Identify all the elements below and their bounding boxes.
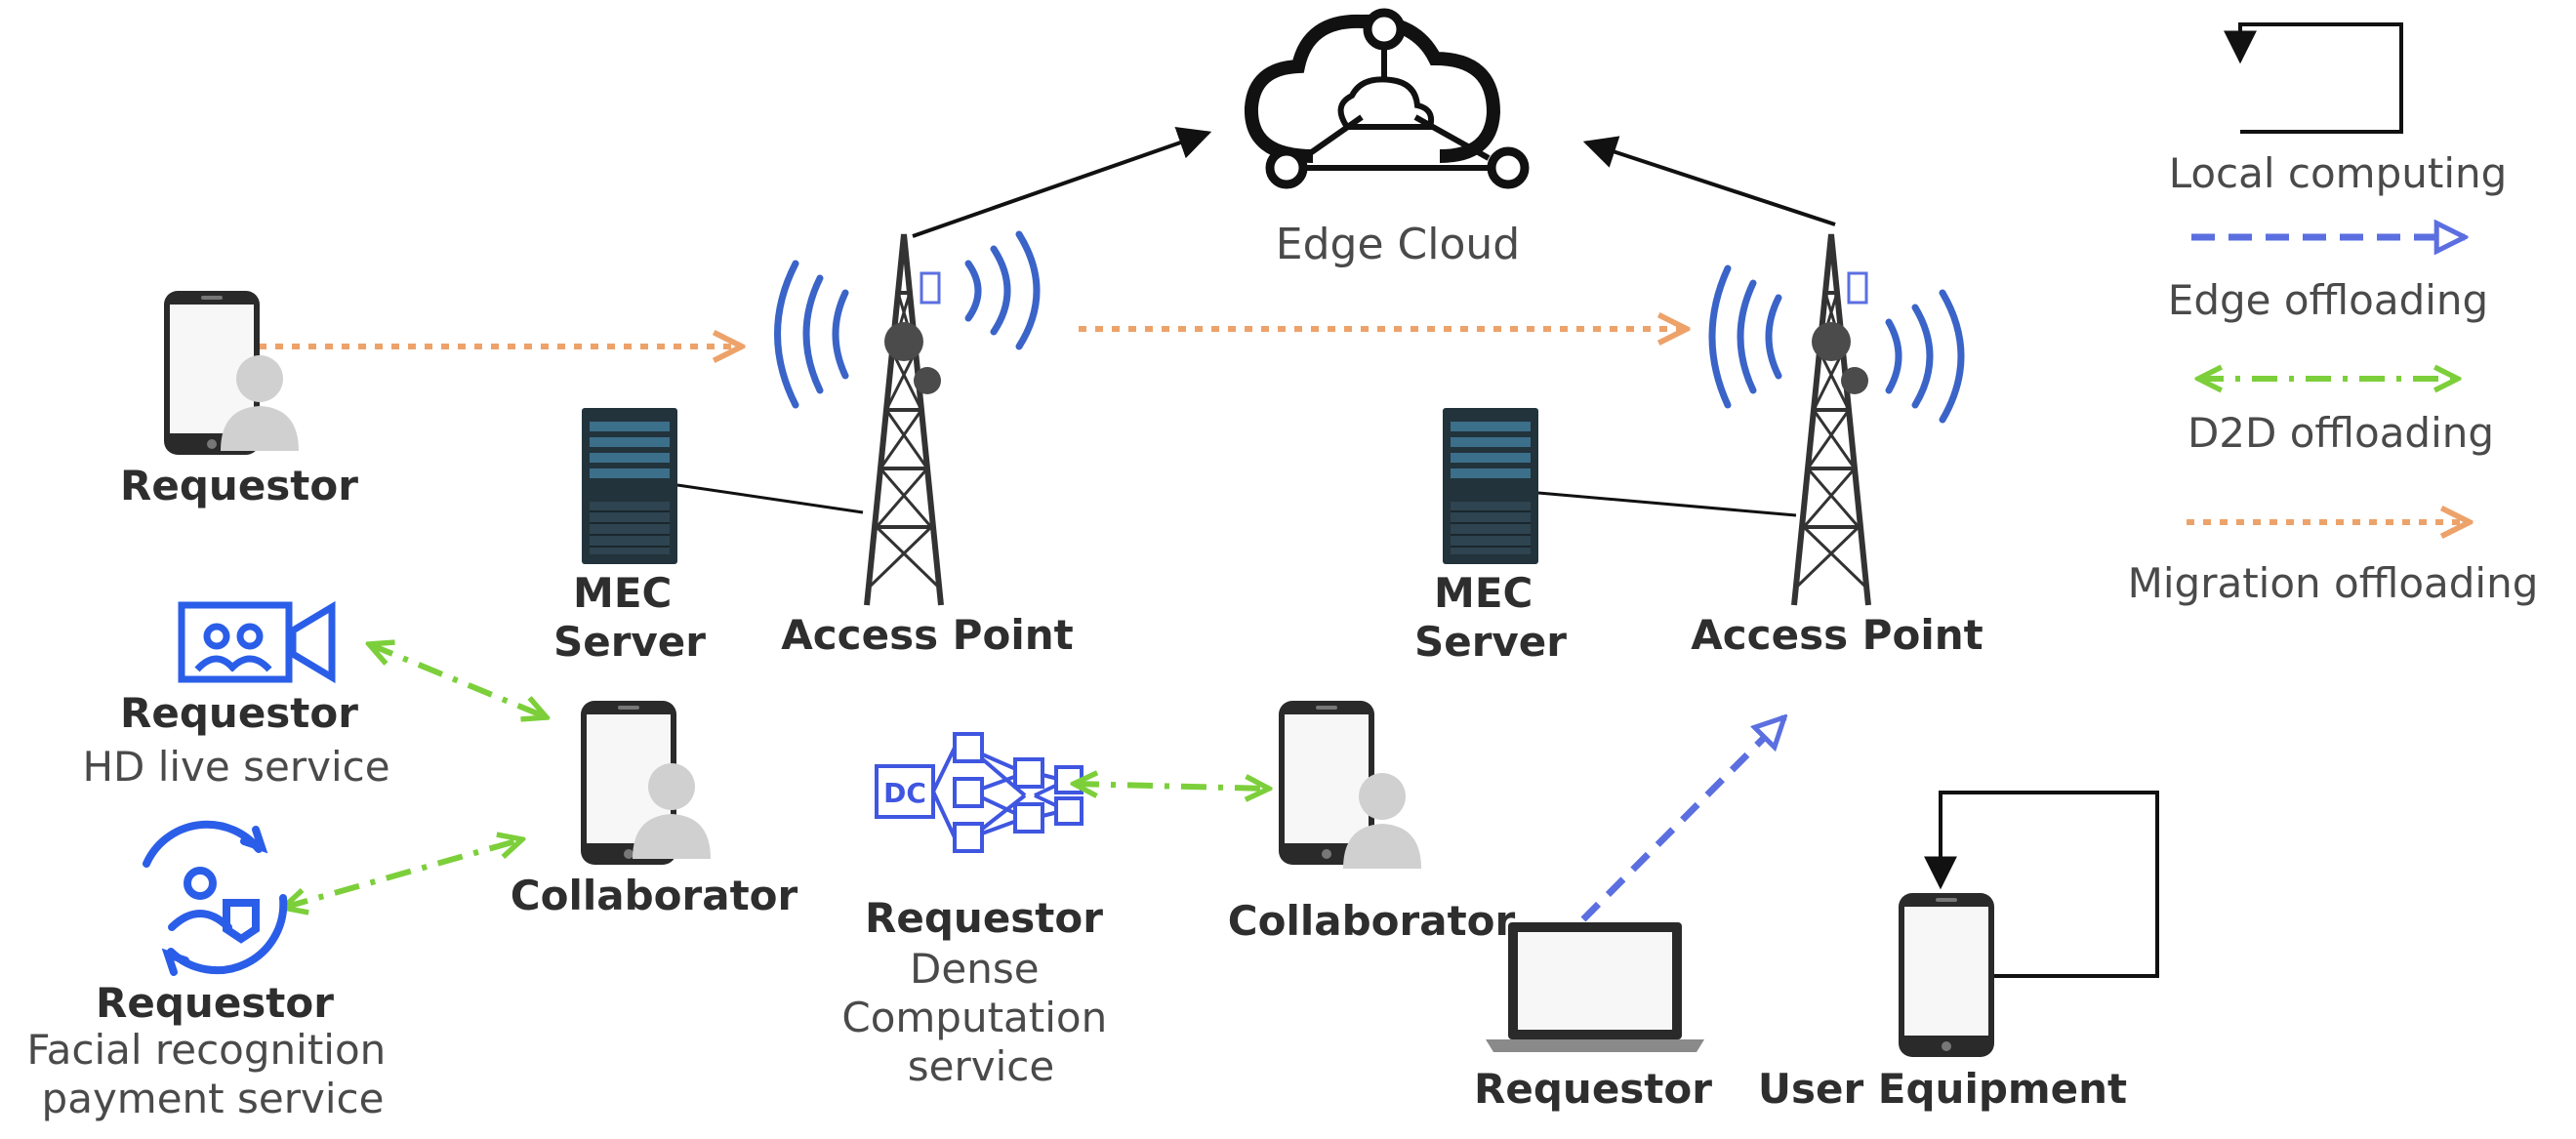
dc-service-line-1: Dense bbox=[910, 945, 1040, 993]
smartphone-icon bbox=[1899, 893, 1994, 1057]
server-rack-icon bbox=[581, 407, 678, 565]
edge-cloud-label: Edge Cloud bbox=[1276, 220, 1520, 269]
cell-tower-icon bbox=[1708, 234, 1965, 605]
mec-server-label-right: MEC Server bbox=[1414, 569, 1567, 666]
access-point-label-right: Access Point bbox=[1691, 611, 1983, 659]
d2d-arrow-hd bbox=[369, 644, 547, 717]
video-camera-icon bbox=[178, 600, 336, 684]
mec-line-2: Server bbox=[553, 618, 706, 666]
neural-network-icon: DC bbox=[875, 732, 1084, 853]
mec-line-2: Server bbox=[1414, 618, 1567, 666]
uplink-arrow-left bbox=[912, 127, 1212, 238]
edge-offload-arrow bbox=[1580, 717, 1784, 922]
d2d-arrow-face bbox=[283, 839, 522, 908]
legend-edge-offloading: Edge offloading bbox=[2168, 276, 2488, 324]
requestor-label-dc: Requestor bbox=[865, 894, 1103, 942]
legend: Local computing Edge offloading D2D offl… bbox=[2128, 22, 2539, 607]
hd-service-label: HD live service bbox=[82, 743, 389, 791]
user-equipment-label: User Equipment bbox=[1758, 1065, 2127, 1113]
access-point-label-left: Access Point bbox=[781, 611, 1073, 659]
server-rack-icon bbox=[1442, 407, 1539, 565]
mec-server-label-left: MEC Server bbox=[553, 569, 706, 666]
dc-service-line-3: service bbox=[908, 1042, 1054, 1090]
requestor-label-hd: Requestor bbox=[120, 689, 358, 737]
requestor-label-laptop: Requestor bbox=[1474, 1065, 1712, 1113]
uplink-arrow-right bbox=[1582, 136, 1836, 226]
mec-line-1: MEC bbox=[1434, 569, 1533, 617]
server-link-right bbox=[1537, 491, 1797, 517]
requestor-label-top: Requestor bbox=[120, 462, 358, 509]
legend-local-computing: Local computing bbox=[2169, 149, 2508, 197]
dc-service-line-2: Computation bbox=[841, 994, 1107, 1041]
legend-migration-offloading: Migration offloading bbox=[2128, 559, 2539, 607]
cloud-network-icon bbox=[1244, 8, 1530, 189]
laptop-icon bbox=[1486, 922, 1704, 1052]
d2d-arrow-dc bbox=[1074, 784, 1269, 789]
face-service-line-1: Facial recognition bbox=[26, 1026, 386, 1074]
dc-icon-text: DC bbox=[883, 777, 926, 809]
face-service-line-2: payment service bbox=[42, 1075, 385, 1122]
collaborator-label-left: Collaborator bbox=[511, 872, 798, 919]
requestor-label-face: Requestor bbox=[96, 979, 334, 1027]
local-computing-loop bbox=[1924, 791, 2159, 978]
dc-service-label: Dense Computation service bbox=[841, 945, 1120, 1090]
cell-tower-icon bbox=[774, 230, 1041, 605]
face-payment-icon bbox=[143, 820, 288, 976]
server-link-left bbox=[676, 483, 864, 514]
legend-local-symbol bbox=[2224, 22, 2403, 134]
face-service-label: Facial recognition payment service bbox=[26, 1026, 398, 1122]
collaborator-label-right: Collaborator bbox=[1228, 897, 1516, 945]
legend-d2d-offloading: D2D offloading bbox=[2188, 409, 2494, 457]
mec-line-1: MEC bbox=[573, 569, 672, 617]
